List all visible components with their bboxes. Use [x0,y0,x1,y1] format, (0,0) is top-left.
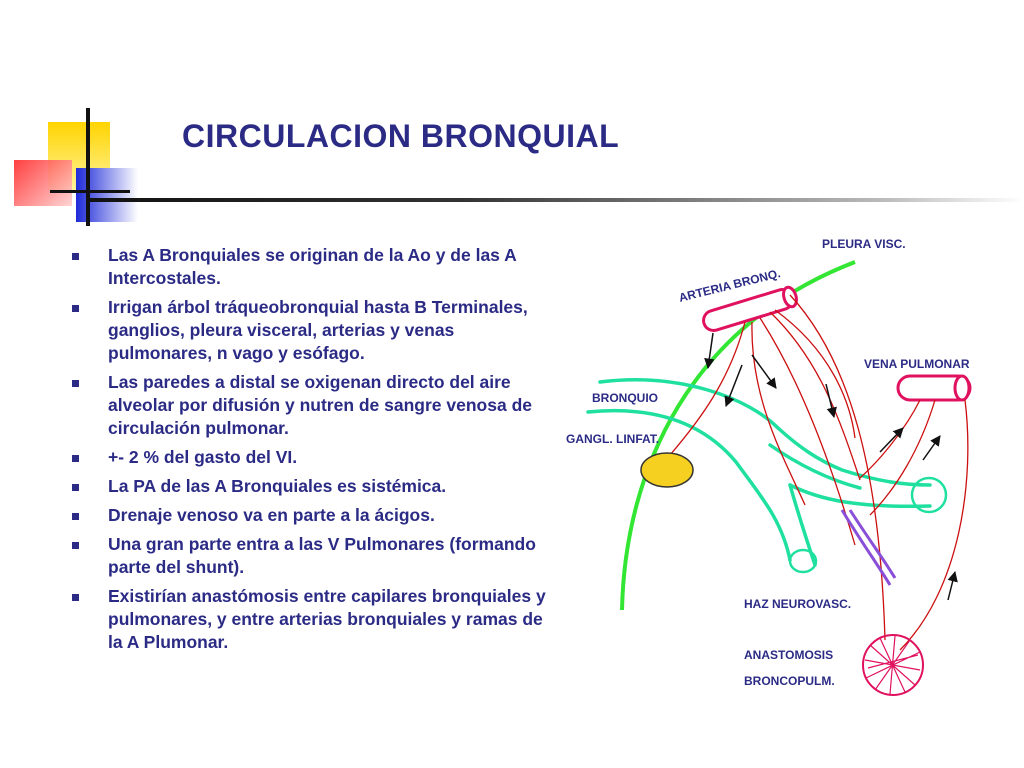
bullet-icon [72,455,79,462]
bullet-icon [72,542,79,549]
bullet-icon [72,253,79,260]
decor-horizontal-line [50,190,130,193]
flow-arrows [704,332,958,601]
decor-red-square [14,160,72,206]
bronchial-circulation-diagram: PLEURA VISC. ARTERIA BRONQ. VENA PULMONA… [566,237,972,696]
label-vena: VENA PULMONAR [864,357,970,371]
list-item: Drenaje venoso va en parte a la ácigos. [72,504,550,527]
list-item: Las paredes a distal se oxigenan directo… [72,371,550,440]
label-broncopulm: BRONCOPULM. [744,674,835,688]
bullet-icon [72,305,79,312]
list-item: Las A Bronquiales se originan de la Ao y… [72,244,550,290]
arrow-icon [947,570,958,601]
bronchial-vessels [669,294,969,651]
bullet-text: La PA de las A Bronquiales es sistémica. [108,476,447,496]
label-anastomosis: ANASTOMOSIS [744,648,833,662]
decor-vertical-line [86,108,90,226]
bullet-text: Una gran parte entra a las V Pulmonares … [108,534,536,577]
list-item: +- 2 % del gasto del VI. [72,446,550,469]
bullet-text: +- 2 % del gasto del VI. [108,447,298,467]
bullet-icon [72,484,79,491]
label-haz: HAZ NEUROVASC. [744,597,851,611]
pulmonary-vein [896,374,972,402]
page-title: CIRCULACION BRONQUIAL [182,118,620,154]
bronchus-opening [910,476,948,514]
bullet-list: Las A Bronquiales se originan de la Ao y… [72,244,550,660]
label-bronquio: BRONQUIO [592,391,658,405]
arrow-icon [704,332,715,370]
title-divider [88,198,1024,202]
list-item: Irrigan árbol tráqueobronquial hasta B T… [72,296,550,365]
bullet-text: Drenaje venoso va en parte a la ácigos. [108,505,435,525]
arrow-icon [724,364,743,407]
anastomosis-web [862,634,924,696]
arrow-icon [879,427,904,453]
lymph-ganglion [640,452,694,488]
list-item: Una gran parte entra a las V Pulmonares … [72,533,550,579]
bullet-icon [72,380,79,387]
bronchus-opening [788,548,818,574]
bullet-text: Las A Bronquiales se originan de la Ao y… [108,245,517,288]
label-gangl: GANGL. LINFAT. [566,432,659,446]
bullet-text: Existirían anastómosis entre capilares b… [108,586,546,652]
arrow-icon [825,383,837,419]
bullet-icon [72,594,79,601]
list-item: La PA de las A Bronquiales es sistémica. [72,475,550,498]
neurovascular-bundle [840,509,897,586]
label-pleura: PLEURA VISC. [822,237,906,251]
arrow-icon [751,354,777,389]
arrow-icon [922,435,941,461]
list-item: Existirían anastómosis entre capilares b… [72,585,550,654]
bronchus [586,378,932,567]
bullet-text: Las paredes a distal se oxigenan directo… [108,372,532,438]
bullet-icon [72,513,79,520]
bronchial-artery [702,285,798,333]
bullet-text: Irrigan árbol tráqueobronquial hasta B T… [108,297,528,363]
